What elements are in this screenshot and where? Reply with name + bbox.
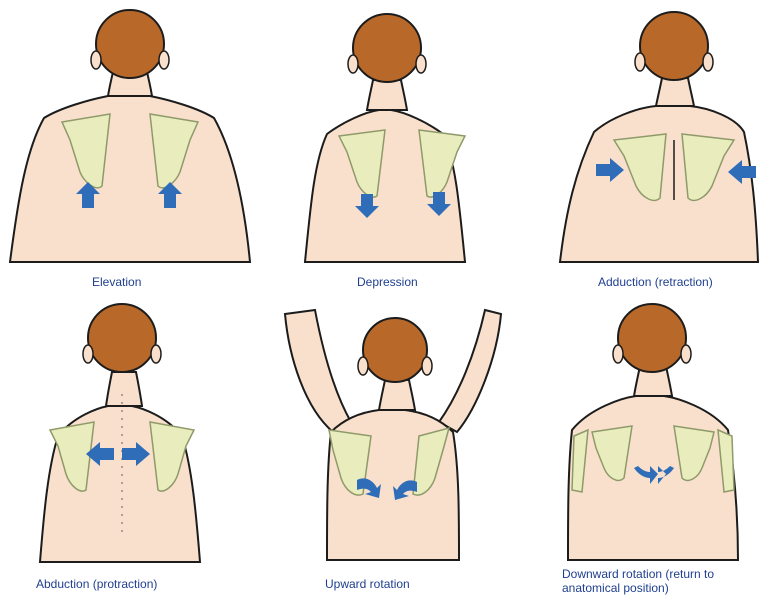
head — [353, 14, 421, 82]
caption-abduction: Abduction (protraction) — [36, 577, 157, 591]
ear-right — [422, 357, 432, 375]
scapula-right — [419, 130, 465, 197]
caption-elevation: Elevation — [92, 275, 141, 289]
ear-right — [159, 51, 169, 69]
torso — [10, 96, 250, 262]
ear-left — [83, 345, 93, 363]
ear-left — [91, 51, 101, 69]
ear-left — [613, 345, 623, 363]
ear-right — [151, 345, 161, 363]
panel-abduction: Abduction (protraction) — [0, 298, 253, 597]
ear-right — [703, 53, 713, 71]
caption-downward-rotation: Downward rotation (return to anatomical … — [562, 567, 759, 595]
neck — [379, 380, 415, 410]
ear-left — [358, 357, 368, 375]
figure-elevation — [0, 0, 253, 270]
ear-left — [635, 53, 645, 71]
head — [640, 12, 708, 80]
figure-depression — [253, 0, 506, 270]
ear-right — [416, 55, 426, 73]
arm-right — [439, 310, 501, 432]
ear-left — [348, 55, 358, 73]
neck — [106, 372, 142, 406]
head — [88, 304, 156, 372]
figure-adduction — [506, 0, 759, 270]
head — [96, 10, 164, 78]
caption-adduction: Adduction (retraction) — [598, 275, 713, 289]
caption-depression: Depression — [357, 275, 418, 289]
panel-downward-rotation: Downward rotation (return to anatomical … — [506, 298, 759, 597]
panel-elevation: Elevation — [0, 0, 253, 298]
head — [363, 318, 427, 382]
figure-abduction — [0, 298, 253, 568]
ear-right — [681, 345, 691, 363]
panel-adduction: Adduction (retraction) — [506, 0, 759, 298]
arm-left — [285, 310, 351, 432]
figure-downward-rotation — [506, 298, 759, 562]
panel-upward-rotation: Upward rotation — [253, 298, 506, 597]
figure-upward-rotation — [253, 298, 506, 568]
caption-upward-rotation: Upward rotation — [325, 577, 410, 591]
neck — [656, 78, 694, 106]
panel-depression: Depression — [253, 0, 506, 298]
head — [618, 304, 686, 372]
neck — [367, 80, 407, 110]
